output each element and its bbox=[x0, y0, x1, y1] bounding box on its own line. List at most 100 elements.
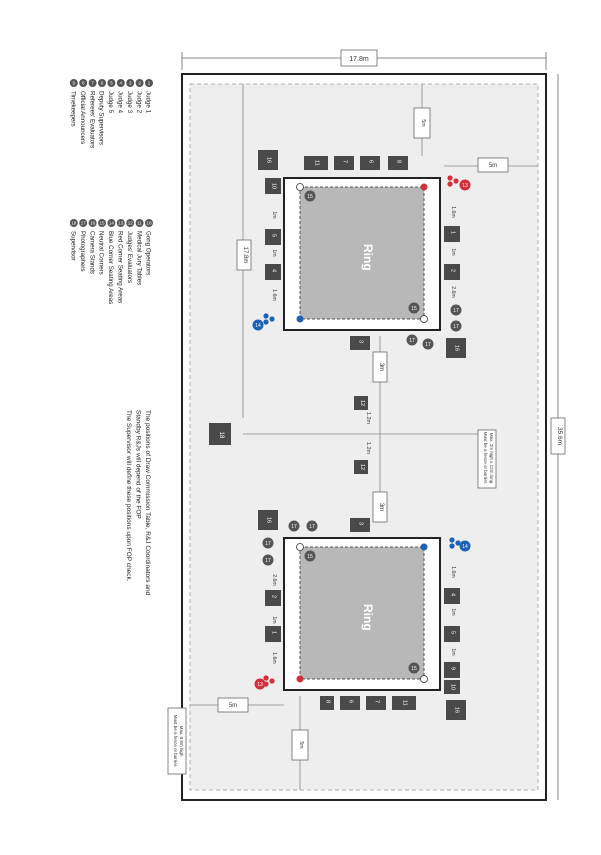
legend-badge bbox=[116, 79, 125, 87]
center-line: 17.8m bbox=[236, 84, 480, 435]
svg-text:17: 17 bbox=[291, 524, 297, 530]
badge: 17 bbox=[262, 554, 274, 566]
legend-number: 17 bbox=[81, 221, 87, 226]
legend-badge bbox=[98, 79, 106, 87]
svg-text:12: 12 bbox=[359, 400, 365, 406]
ring-label: Ring bbox=[361, 604, 375, 631]
legend-label: Judges' Evaluators bbox=[126, 231, 133, 283]
ring-label: Ring bbox=[361, 244, 375, 271]
table-label: 1 bbox=[450, 231, 456, 234]
table: 7 bbox=[366, 696, 386, 710]
table-label: 8 bbox=[325, 700, 331, 703]
legend-badge bbox=[88, 79, 97, 87]
legend-badge bbox=[79, 219, 88, 227]
table: 9 bbox=[444, 662, 460, 678]
dim-label: 1.6m bbox=[271, 652, 277, 664]
svg-text:1.2m: 1.2m bbox=[365, 442, 371, 455]
legend-number: 8 bbox=[82, 81, 85, 86]
table-label: 3 bbox=[358, 522, 364, 525]
legend-number: 2 bbox=[138, 81, 141, 86]
legend-badge bbox=[107, 79, 116, 87]
table: 3 bbox=[350, 336, 370, 350]
badge: 14 bbox=[459, 540, 471, 552]
badge: 15 bbox=[304, 190, 316, 202]
table-label: 16 bbox=[266, 157, 272, 163]
svg-text:12: 12 bbox=[359, 464, 365, 470]
legend-label: Judge 4 bbox=[117, 91, 124, 114]
legend-label: Judge 1 bbox=[145, 91, 152, 114]
legend-number: 15 bbox=[99, 221, 105, 226]
red-corner bbox=[420, 183, 428, 191]
neutral-corner bbox=[296, 543, 304, 551]
badge: 15 bbox=[408, 302, 420, 314]
table-label: 8 bbox=[396, 160, 402, 163]
table-label: 7 bbox=[374, 700, 380, 703]
note-line: Standby R&Js will depend of the FOP bbox=[135, 410, 142, 519]
table-label: 2 bbox=[450, 269, 456, 272]
dim-label: 1m bbox=[450, 248, 456, 255]
legend-number: 16 bbox=[90, 221, 96, 226]
svg-text:13: 13 bbox=[462, 183, 468, 189]
svg-text:3m: 3m bbox=[378, 503, 384, 511]
svg-text:15: 15 bbox=[307, 554, 313, 560]
table: 5 bbox=[265, 229, 281, 245]
table-label: 1 bbox=[271, 631, 277, 634]
legend-label: Supervisor bbox=[70, 231, 77, 261]
table-label: 11 bbox=[314, 160, 320, 166]
table: 4 bbox=[444, 588, 460, 604]
blue-corner bbox=[420, 543, 428, 551]
svg-text:17: 17 bbox=[453, 308, 459, 314]
table: 16 bbox=[258, 150, 278, 170]
legend-label: Judge 2 bbox=[135, 91, 142, 114]
width-label: 17.8m bbox=[349, 56, 369, 63]
badge: 15 bbox=[304, 550, 316, 562]
table-label: 6 bbox=[368, 160, 374, 163]
table: 6 bbox=[360, 156, 380, 170]
badge: 17 bbox=[262, 537, 274, 549]
table: 3 bbox=[350, 518, 370, 532]
svg-text:14: 14 bbox=[255, 323, 261, 329]
legend-label: Timekeepers bbox=[70, 91, 77, 127]
legend-label: Photographers bbox=[79, 231, 86, 272]
table: 16 bbox=[258, 510, 278, 530]
legend-badge bbox=[126, 79, 135, 87]
svg-text:Max. 2m high x 12m long: Max. 2m high x 12m long bbox=[489, 433, 494, 484]
height-label: 35.6m bbox=[556, 427, 563, 445]
dim-label: 1.6m bbox=[450, 206, 456, 218]
legend-number: 4 bbox=[120, 81, 123, 86]
table: 1 bbox=[265, 626, 281, 642]
svg-text:3m: 3m bbox=[378, 363, 384, 371]
table: 1 bbox=[444, 226, 460, 242]
svg-text:17: 17 bbox=[425, 342, 431, 348]
table: 2 bbox=[265, 590, 281, 606]
svg-text:5m: 5m bbox=[489, 163, 497, 169]
legend-label: Blue Corner Seating Areas bbox=[107, 231, 114, 304]
svg-text:15: 15 bbox=[411, 666, 417, 672]
legend-badge bbox=[116, 219, 125, 227]
table-label: 7 bbox=[342, 160, 348, 163]
svg-text:13: 13 bbox=[257, 682, 263, 688]
dim-label: 1m bbox=[271, 211, 277, 218]
table-label: 10 bbox=[271, 183, 277, 189]
legend-badge bbox=[69, 219, 78, 227]
legend-label: Gong Operators bbox=[145, 231, 152, 275]
legend-number: 18 bbox=[71, 221, 77, 226]
neutral-corner bbox=[420, 675, 428, 683]
svg-text:14: 14 bbox=[462, 544, 468, 550]
table-label: 6 bbox=[348, 700, 354, 703]
svg-text:Must be a fence or barrier.: Must be a fence or barrier. bbox=[483, 432, 488, 485]
table: 7 bbox=[334, 156, 354, 170]
neutral-corner bbox=[296, 183, 304, 191]
dim-label: 1m bbox=[450, 608, 456, 615]
legend-number: 12 bbox=[128, 221, 134, 226]
